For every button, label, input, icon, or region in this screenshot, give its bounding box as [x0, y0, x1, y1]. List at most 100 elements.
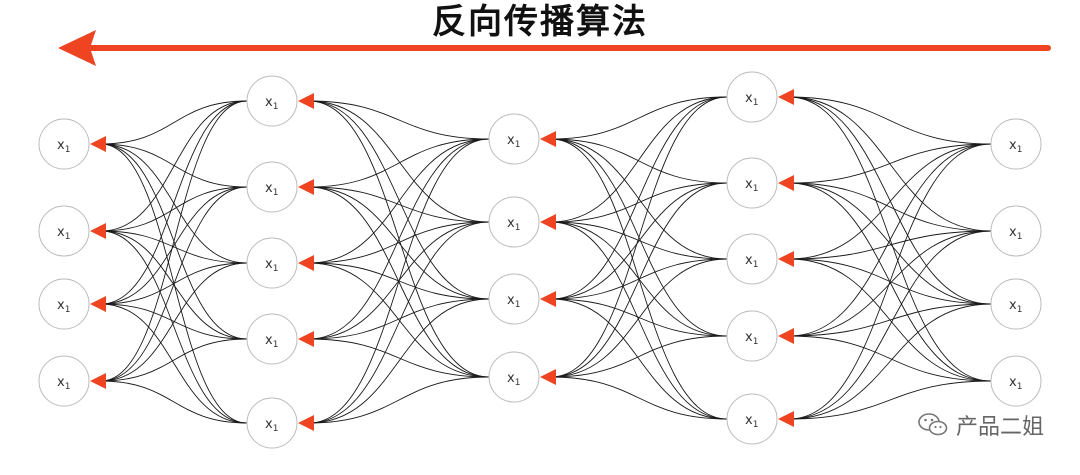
- edge-l2-0-to-1: [550, 138, 728, 184]
- edge-l0-1-to-1: [100, 186, 248, 232]
- edge-l1-2-to-0: [308, 138, 490, 264]
- edge-l2-1-to-4: [550, 221, 728, 420]
- nodes-group: x1x1x1x1x1x1x1x1x1x1x1x1x1x1x1x1x1x1x1x1…: [38, 71, 1042, 449]
- edge-l0-2-to-1: [100, 186, 248, 305]
- edge-l1-4-to-3: [308, 376, 490, 424]
- edge-l3-3-to-1: [788, 230, 992, 337]
- arrowhead-l0-3: [90, 373, 106, 389]
- node-l0-0: [38, 118, 90, 170]
- arrowhead-l1-3: [298, 331, 314, 347]
- edge-l2-0-to-0: [550, 96, 728, 140]
- edge-l3-4-to-0: [788, 143, 992, 420]
- node-l1-2: [246, 237, 298, 289]
- edge-l2-3-to-3: [550, 335, 728, 378]
- edge-l1-4-to-1: [308, 221, 490, 424]
- node-l1-4: [246, 397, 298, 449]
- node-l3-4: [726, 393, 778, 445]
- node-l1-0: [246, 75, 298, 127]
- edge-l2-1-to-1: [550, 182, 728, 223]
- arrowhead-l0-1: [90, 223, 106, 239]
- edge-l1-0-to-1: [308, 100, 490, 223]
- edge-l3-3-to-0: [788, 143, 992, 337]
- node-l0-2: [38, 278, 90, 330]
- node-l4-0: [990, 118, 1042, 170]
- edge-l2-3-to-1: [550, 182, 728, 378]
- edge-l0-1-to-4: [100, 230, 248, 424]
- node-l2-1: [488, 196, 540, 248]
- edge-l0-3-to-4: [100, 380, 248, 424]
- edge-l1-3-to-0: [308, 138, 490, 340]
- arrowhead-l3-1: [778, 175, 794, 191]
- edge-l1-4-to-2: [308, 298, 490, 424]
- edge-l3-0-to-3: [788, 96, 992, 382]
- arrowhead-l2-1: [540, 214, 556, 230]
- arrowhead-l1-2: [298, 255, 314, 271]
- edge-l2-2-to-1: [550, 182, 728, 300]
- edge-l3-2-to-1: [788, 230, 992, 260]
- arrowhead-l1-4: [298, 415, 314, 431]
- edge-l0-1-to-0: [100, 100, 248, 232]
- edge-l3-2-to-0: [788, 143, 992, 260]
- node-l3-2: [726, 233, 778, 285]
- arrowhead-l2-0: [540, 131, 556, 147]
- edge-l1-2-to-1: [308, 221, 490, 264]
- arrowhead-l1-0: [298, 93, 314, 109]
- edge-l0-3-to-2: [100, 262, 248, 382]
- arrowhead-l3-0: [778, 89, 794, 105]
- arrowhead-l0-0: [90, 136, 106, 152]
- node-l4-2: [990, 278, 1042, 330]
- edge-l3-1-to-2: [788, 182, 992, 305]
- diagram-title: 反向传播算法: [432, 2, 648, 42]
- node-l0-1: [38, 205, 90, 257]
- edge-l3-3-to-2: [788, 303, 992, 337]
- node-l0-3: [38, 355, 90, 407]
- arrowhead-l3-2: [778, 251, 794, 267]
- edge-l3-4-to-2: [788, 303, 992, 420]
- node-l2-3: [488, 351, 540, 403]
- edge-l1-1-to-0: [308, 138, 490, 188]
- edge-l0-3-to-1: [100, 186, 248, 382]
- edge-l2-2-to-4: [550, 298, 728, 420]
- edge-l2-3-to-0: [550, 96, 728, 378]
- node-l3-0: [726, 71, 778, 123]
- edge-l1-0-to-2: [308, 100, 490, 300]
- node-l2-0: [488, 113, 540, 165]
- edge-l3-3-to-3: [788, 335, 992, 382]
- edge-l2-3-to-2: [550, 258, 728, 378]
- edge-l3-4-to-3: [788, 380, 992, 420]
- edge-l1-2-to-3: [308, 262, 490, 378]
- edge-l3-0-to-0: [788, 96, 992, 145]
- edge-l3-4-to-1: [788, 230, 992, 420]
- edge-l2-1-to-0: [550, 96, 728, 223]
- edge-l1-3-to-3: [308, 338, 490, 378]
- edge-l0-1-to-2: [100, 230, 248, 264]
- edge-l1-3-to-2: [308, 298, 490, 340]
- edge-l1-4-to-0: [308, 138, 490, 424]
- edge-l2-2-to-0: [550, 96, 728, 300]
- big-arrow-head: [58, 30, 96, 66]
- arrowhead-l2-2: [540, 291, 556, 307]
- edge-l1-0-to-0: [308, 100, 490, 140]
- node-l4-1: [990, 205, 1042, 257]
- backprop-direction-arrow: [58, 30, 1051, 66]
- watermark: 产品二姐: [918, 409, 1044, 441]
- edge-l3-1-to-1: [788, 182, 992, 232]
- arrowhead-l1-1: [298, 179, 314, 195]
- node-l2-2: [488, 273, 540, 325]
- edge-l0-0-to-0: [100, 100, 248, 145]
- node-l3-1: [726, 157, 778, 209]
- edges-group: [100, 96, 992, 424]
- arrowhead-l0-2: [90, 296, 106, 312]
- edge-l3-1-to-0: [788, 143, 992, 184]
- arrowhead-l3-4: [778, 411, 794, 427]
- edge-l0-2-to-4: [100, 303, 248, 424]
- node-l3-3: [726, 310, 778, 362]
- arrowhead-l2-3: [540, 369, 556, 385]
- edge-l0-2-to-0: [100, 100, 248, 305]
- node-l1-1: [246, 161, 298, 213]
- wechat-icon: [918, 413, 948, 436]
- edge-l1-1-to-2: [308, 186, 490, 300]
- edge-l3-0-to-1: [788, 96, 992, 232]
